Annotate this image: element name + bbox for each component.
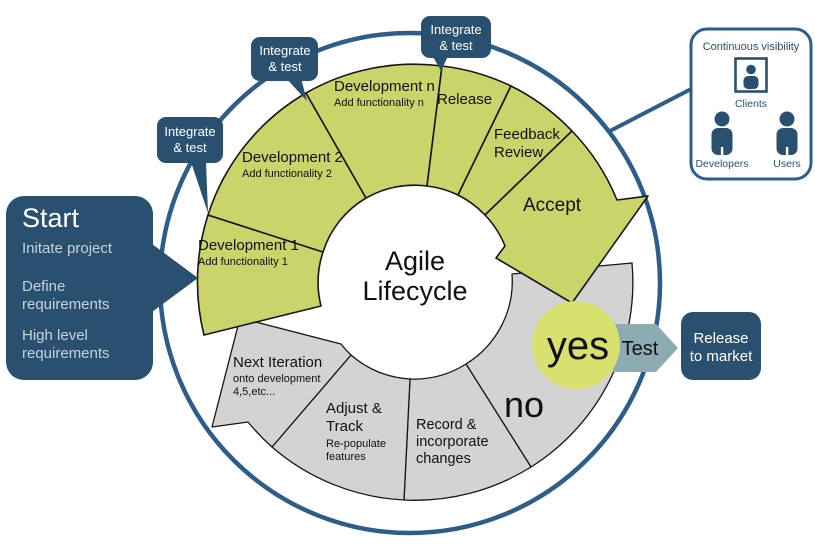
yes-label: yes	[547, 324, 609, 368]
adjust-track-title-2: Track	[326, 418, 363, 435]
developers-label: Developers	[695, 158, 748, 170]
diagram-title: Agile	[385, 246, 445, 276]
record-label-3: changes	[416, 451, 471, 467]
release-label: Release	[437, 91, 492, 108]
bubble-tail	[432, 55, 448, 71]
next-iteration-sub-2: 4,5,etc...	[233, 386, 275, 398]
adjust-track-title: Adjust &	[326, 400, 382, 417]
dev1-title: Development 1	[198, 237, 299, 254]
feedback-label: Feedback	[494, 126, 560, 143]
segment-next-iteration-arrow	[211, 317, 352, 448]
release-to-market-box: Release to market	[681, 312, 761, 380]
start-title: Start	[22, 203, 80, 233]
start-box: Start Initate project Define requirement…	[6, 196, 198, 380]
bubble-bg	[421, 16, 491, 58]
start-item: requirements	[22, 345, 110, 362]
start-item: Initate project	[22, 240, 113, 257]
user-leg-gap	[785, 147, 789, 155]
developer-head	[714, 111, 730, 127]
dev2-subtitle: Add functionality 2	[242, 168, 332, 180]
bubble-bg	[157, 117, 223, 163]
test-label: Test	[622, 338, 659, 360]
start-item: Define	[22, 278, 65, 295]
start-box-bg	[6, 196, 153, 380]
user-body	[776, 128, 798, 155]
release-box-bg	[681, 312, 761, 380]
clients-icon	[734, 57, 768, 93]
dev1-subtitle: Add functionality 1	[198, 256, 288, 268]
dev2-title: Development 2	[242, 149, 343, 166]
test-arrow	[613, 324, 678, 372]
bubble-text: Integrate	[430, 22, 481, 37]
user-head	[779, 111, 795, 127]
segment-accept-arrow	[484, 130, 649, 304]
release-box-label-2: to market	[690, 348, 753, 365]
developer-body	[711, 128, 733, 155]
next-iteration-title: Next Iteration	[233, 354, 322, 371]
client-frame	[734, 57, 768, 93]
adjust-track-sub-2: features	[326, 451, 366, 463]
users-label: Users	[773, 158, 800, 170]
segment-development-2	[207, 92, 367, 253]
bubble-tail	[190, 159, 208, 213]
visibility-connector-line	[607, 85, 696, 134]
developer-leg-gap	[720, 147, 724, 155]
integrate-test-bubble-2: Integrate & test	[251, 37, 318, 101]
client-person-body	[743, 76, 759, 89]
user-icon	[776, 111, 798, 155]
clients-label: Clients	[735, 98, 767, 110]
bubble-text: & test	[268, 59, 302, 74]
start-arrow	[133, 244, 198, 312]
adjust-track-sub: Re-populate	[326, 438, 386, 450]
bubble-text: & test	[173, 140, 207, 155]
bubble-text: Integrate	[164, 124, 215, 139]
bubble-text: & test	[439, 38, 473, 53]
bubble-bg	[251, 37, 318, 81]
feedback-label-2: Review	[494, 144, 543, 161]
visibility-title: Continuous visibility	[703, 41, 800, 53]
no-label: no	[504, 384, 544, 425]
developer-icon	[711, 111, 733, 155]
diagram-title-2: Lifecycle	[362, 276, 467, 306]
continuous-visibility-panel: Continuous visibility Clients Developers…	[689, 27, 813, 181]
devn-title: Development n	[334, 78, 435, 95]
bubble-tail	[285, 77, 307, 101]
integrate-test-bubble-3: Integrate & test	[421, 16, 491, 71]
yes-circle	[532, 301, 620, 389]
client-person-head	[746, 64, 756, 75]
start-item: requirements	[22, 296, 110, 313]
next-iteration-sub: onto development	[233, 373, 320, 385]
record-label: Record &	[416, 417, 477, 433]
bubble-text: Integrate	[259, 43, 310, 58]
accept-label: Accept	[523, 195, 582, 216]
release-box-label: Release	[693, 330, 748, 347]
integrate-test-bubble-1: Integrate & test	[157, 117, 223, 213]
record-label-2: incorporate	[416, 434, 489, 450]
devn-subtitle: Add functionality n	[334, 97, 424, 109]
start-item: High level	[22, 327, 88, 344]
